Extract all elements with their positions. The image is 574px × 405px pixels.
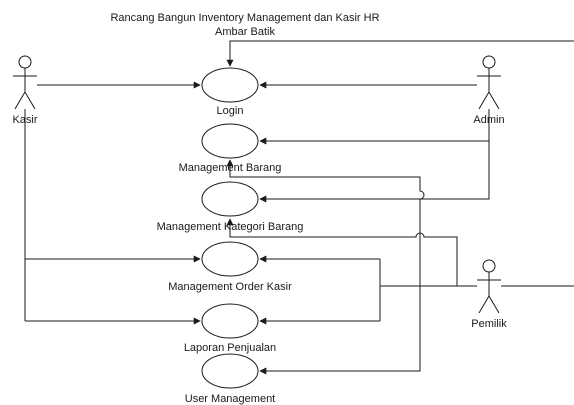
- connector-top-login: [226, 40, 574, 67]
- use-case-login: Login: [201, 67, 259, 117]
- diagram-title-line-1: Rancang Bangun Inventory Management dan …: [110, 12, 379, 24]
- actor-pemilik: Pemilik: [471, 259, 507, 330]
- connector-admin-barang: [259, 109, 490, 145]
- use-case-laporan-penjualan: Laporan Penjualan: [184, 303, 276, 354]
- diagram-title-line-2: Ambar Batik: [215, 26, 275, 38]
- actor-pemilik-label: Pemilik: [471, 318, 507, 330]
- connector-to-user-management: [259, 286, 421, 375]
- use-case-management-barang: Management Barang: [179, 123, 281, 174]
- use-case-management-order-kasir: Management Order Kasir: [168, 241, 292, 293]
- use-case-user-management: User Management: [185, 353, 276, 405]
- use-case-laporan-penjualan-label: Laporan Penjualan: [184, 342, 276, 354]
- connector-admin-kategori: [259, 141, 490, 203]
- connector-user-management: [226, 159, 425, 286]
- use-case-user-management-label: User Management: [185, 393, 276, 405]
- use-case-management-order-kasir-label: Management Order Kasir: [168, 281, 292, 293]
- use-case-login-label: Login: [217, 105, 244, 117]
